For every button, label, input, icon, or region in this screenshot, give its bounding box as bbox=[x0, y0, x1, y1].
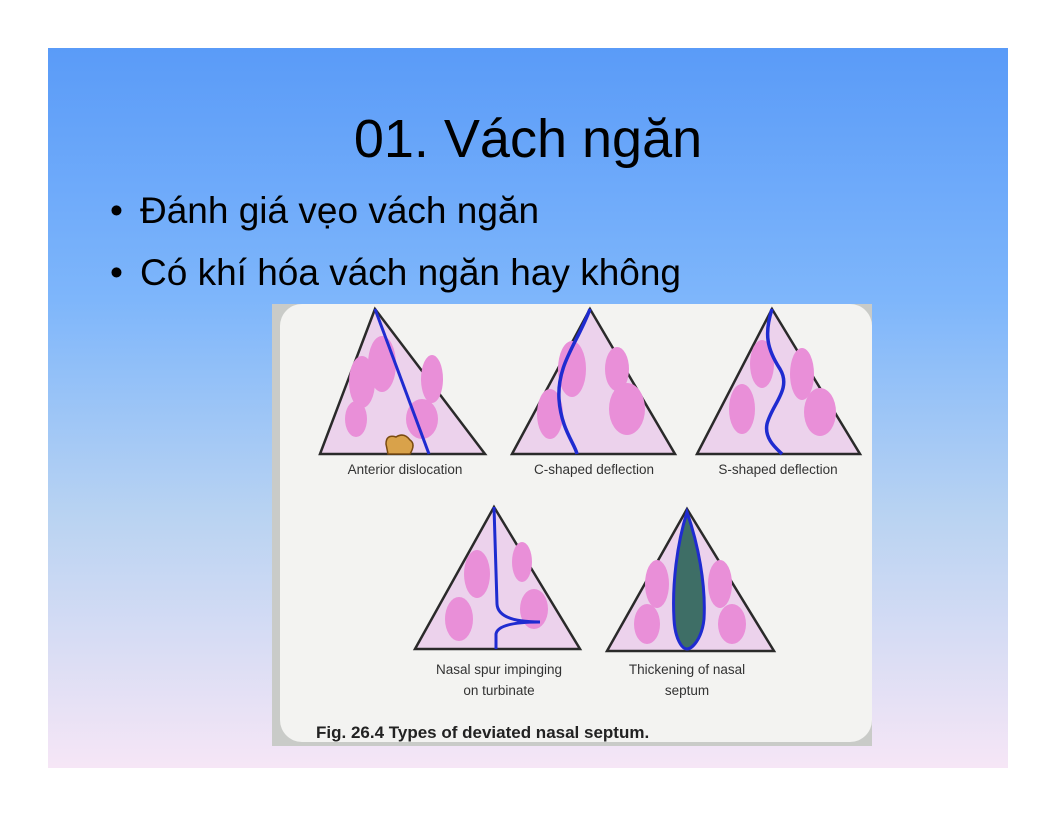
bullet-text: Có khí hóa vách ngăn hay không bbox=[140, 252, 681, 293]
label-s-shaped-deflection: S-shaped deflection bbox=[718, 462, 837, 477]
turbinate-shape bbox=[729, 384, 755, 434]
turbinate-shape bbox=[512, 542, 532, 582]
turbinate-shape bbox=[790, 348, 814, 400]
bullet-dot-icon: • bbox=[110, 252, 123, 293]
label-thickening-line1: Thickening of nasal bbox=[629, 662, 745, 677]
turbinate-shape bbox=[645, 560, 669, 608]
figure-caption: Fig. 26.4 Types of deviated nasal septum… bbox=[316, 723, 649, 742]
septum-line bbox=[373, 308, 431, 455]
diagram-s-shaped-deflection bbox=[694, 306, 863, 456]
bullet-list: • Đánh giá vẹo vách ngăn • Có khí hóa vá… bbox=[110, 188, 681, 312]
bullet-item: • Đánh giá vẹo vách ngăn bbox=[110, 188, 681, 250]
septum-line bbox=[557, 308, 592, 455]
dislocated-cartilage bbox=[385, 434, 414, 455]
turbinate-shape bbox=[708, 560, 732, 608]
turbinate-shape bbox=[345, 401, 367, 437]
label-nasal-spur-line2: on turbinate bbox=[463, 683, 534, 698]
septum-line bbox=[764, 308, 786, 456]
turbinate-shape bbox=[421, 355, 443, 403]
bullet-item: • Có khí hóa vách ngăn hay không bbox=[110, 250, 681, 312]
turbinate-shape bbox=[634, 604, 660, 644]
turbinate-shape bbox=[520, 589, 548, 629]
turbinate-shape bbox=[718, 604, 746, 644]
turbinate-shape bbox=[804, 388, 836, 436]
thickened-septum bbox=[672, 507, 706, 651]
diagram-thickening bbox=[604, 506, 777, 653]
turbinate-shape bbox=[406, 399, 438, 439]
turbinate-shape bbox=[464, 550, 490, 598]
bullet-dot-icon: • bbox=[110, 190, 123, 231]
turbinate-shape bbox=[750, 340, 774, 388]
slide: 01. Vách ngăn • Đánh giá vẹo vách ngăn •… bbox=[48, 48, 1008, 768]
septum-line bbox=[492, 506, 541, 649]
septum-deviation-figure: Anterior dislocation C-shaped deflection… bbox=[272, 304, 872, 746]
turbinate-shape bbox=[349, 356, 375, 408]
diagram-c-shaped-deflection bbox=[509, 306, 678, 456]
bullet-text: Đánh giá vẹo vách ngăn bbox=[140, 190, 540, 231]
turbinate-shape bbox=[609, 383, 645, 435]
label-thickening-line2: septum bbox=[665, 683, 709, 698]
diagram-anterior-dislocation bbox=[318, 306, 488, 456]
turbinate-shape bbox=[605, 347, 629, 391]
turbinate-shape bbox=[445, 597, 473, 641]
label-nasal-spur-line1: Nasal spur impinging bbox=[436, 662, 562, 677]
label-c-shaped-deflection: C-shaped deflection bbox=[534, 462, 654, 477]
turbinate-shape bbox=[537, 389, 563, 439]
diagram-nasal-spur bbox=[412, 504, 583, 651]
label-anterior-dislocation: Anterior dislocation bbox=[348, 462, 463, 477]
turbinate-shape bbox=[558, 341, 586, 397]
slide-title: 01. Vách ngăn bbox=[353, 109, 703, 169]
